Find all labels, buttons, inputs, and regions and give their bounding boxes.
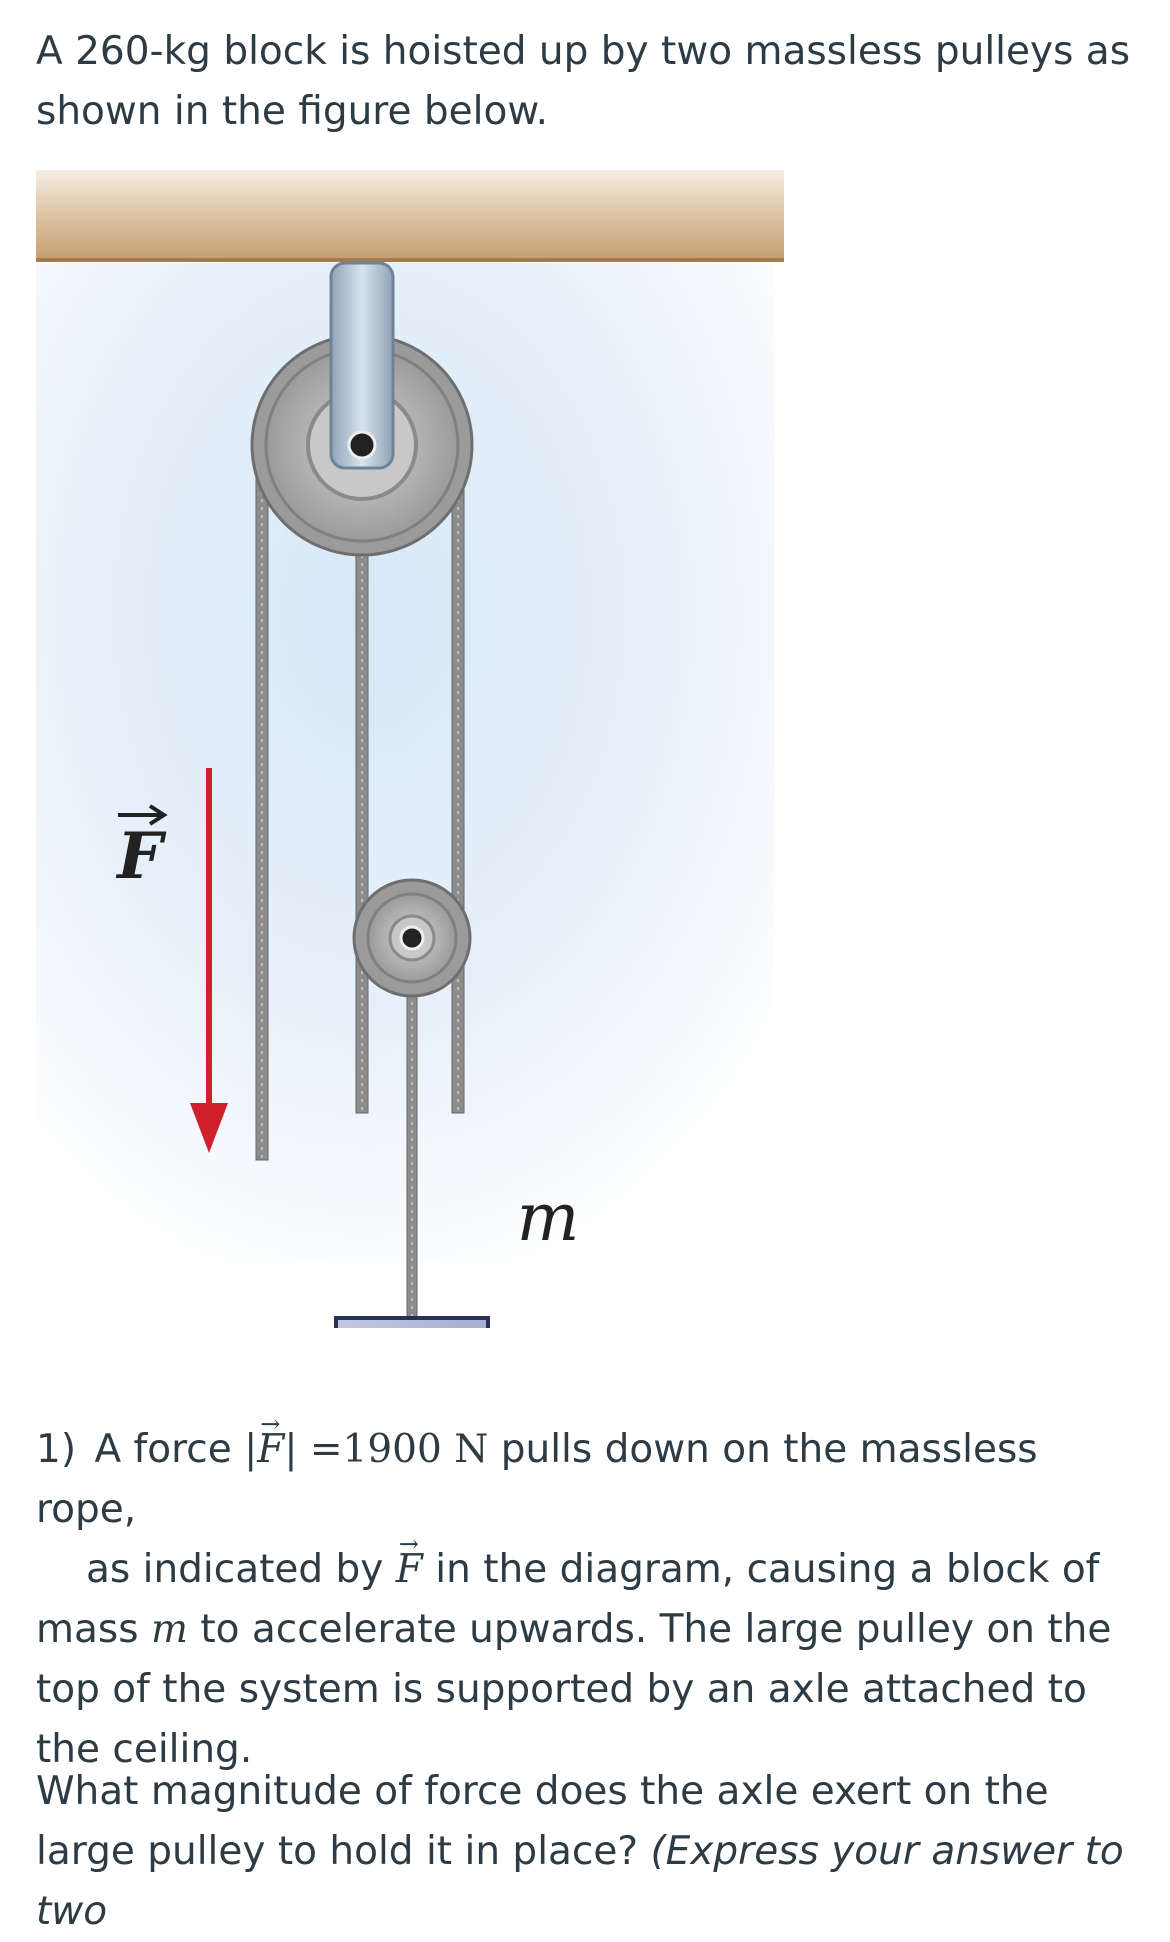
question-2-text: What magnitude of force does the axle ex… xyxy=(36,1769,1049,1874)
force-unit: N xyxy=(454,1427,489,1472)
pulley-diagram: F m xyxy=(0,168,800,1328)
question-line-2: as indicated by F in the diagram, causin… xyxy=(36,1514,1146,1600)
ceiling-edge xyxy=(36,258,784,262)
question-2: What magnitude of force does the axle ex… xyxy=(36,1762,1146,1942)
question-post: pulls down on the massless rope, xyxy=(36,1427,1038,1532)
force-label-vector-head xyxy=(148,804,168,826)
force-vector-symbol-2: F xyxy=(396,1514,423,1600)
force-arrow xyxy=(190,768,228,1153)
question-line-3: mass m to accelerate upwards. The large … xyxy=(36,1607,1112,1772)
force-magnitude: |F| =1900 N xyxy=(244,1394,489,1472)
pulley-diagram-svg: F m xyxy=(36,170,784,1328)
small-pulley xyxy=(352,878,472,998)
question-number: 1) xyxy=(36,1427,77,1472)
mass-block xyxy=(334,1316,490,1328)
large-pulley-axle xyxy=(347,430,377,460)
mass-label: m xyxy=(517,1179,580,1256)
force-vector-symbol: F xyxy=(257,1394,284,1480)
small-pulley-axle xyxy=(399,925,425,951)
question-pre: A force xyxy=(94,1427,232,1472)
intro-text: A 260-kg block is hoisted up by two mass… xyxy=(36,29,1131,134)
force-label: F xyxy=(115,819,167,894)
question-line-1: 1) A force |F| =1900 N pulls down on the… xyxy=(36,1394,1146,1540)
mass-variable: m xyxy=(150,1607,188,1652)
question-1: 1) A force |F| =1900 N pulls down on the… xyxy=(36,1394,1146,1780)
ceiling xyxy=(36,170,784,262)
pulley-bracket xyxy=(329,261,395,470)
